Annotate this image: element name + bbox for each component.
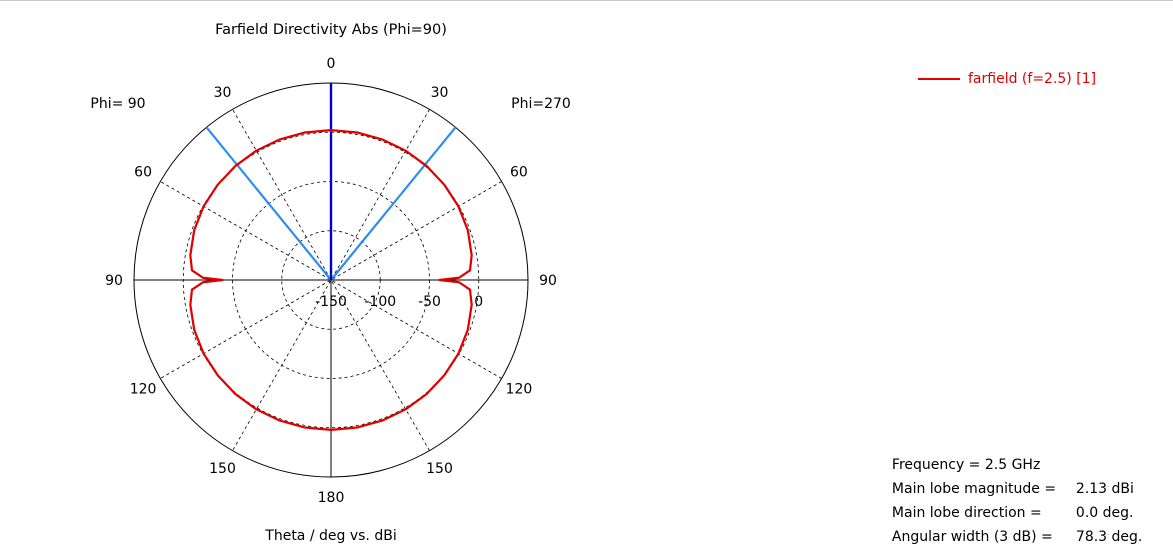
radial-tick-label: 0 xyxy=(474,294,483,310)
right-half-label: Phi=270 xyxy=(511,96,571,112)
angle-tick-label: 150 xyxy=(426,461,453,477)
info-frequency: Frequency = 2.5 GHz xyxy=(883,441,1040,473)
radial-tick-label: -50 xyxy=(418,294,441,310)
info-main-lobe-magnitude: Main lobe magnitude = 2.13 dBi xyxy=(883,465,1134,497)
angle-tick-label: 30 xyxy=(431,85,449,101)
angle-tick-label: 90 xyxy=(105,273,123,289)
top-border xyxy=(0,0,1173,1)
info-angular-width: Angular width (3 dB) = 78.3 deg. xyxy=(883,513,1143,545)
x-axis-label: Theta / deg vs. dBi xyxy=(264,528,396,544)
left-half-label: Phi= 90 xyxy=(90,96,145,112)
info-main-lobe-direction-label: Main lobe direction = xyxy=(891,505,1042,521)
info-frequency-label: Frequency = 2.5 GHz xyxy=(891,457,1041,473)
info-main-lobe-direction-value: 0.0 deg. xyxy=(1075,505,1134,521)
legend-label: farfield (f=2.5) [1] xyxy=(968,71,1097,87)
chart-marks xyxy=(189,83,473,431)
info-angular-width-value: 78.3 deg. xyxy=(1075,529,1143,545)
angle-tick-label: 30 xyxy=(214,85,232,101)
angle-tick-label: 60 xyxy=(134,165,152,181)
angle-tick-label: 0 xyxy=(327,56,336,72)
angle-tick-label: 60 xyxy=(510,165,528,181)
angle-tick-label: 150 xyxy=(209,461,236,477)
angle-tick-label: 180 xyxy=(318,490,345,506)
info-main-lobe-magnitude-label: Main lobe magnitude = xyxy=(891,481,1057,497)
pattern-curve xyxy=(189,129,473,431)
angle-tick-labels: 0 30 30 60 60 90 90 120 120 150 150 180 xyxy=(105,56,557,506)
angle-tick-label: 120 xyxy=(506,382,533,398)
beamwidth-line xyxy=(330,126,457,281)
beamwidth-line xyxy=(205,126,332,281)
legend: farfield (f=2.5) [1] xyxy=(918,69,1096,89)
info-angular-width-label: Angular width (3 dB) = xyxy=(891,529,1053,545)
angle-tick-label: 90 xyxy=(539,273,557,289)
legend-swatch xyxy=(918,78,960,80)
angle-tick-label: 120 xyxy=(130,382,157,398)
info-main-lobe-direction: Main lobe direction = 0.0 deg. xyxy=(883,489,1134,521)
info-main-lobe-magnitude-value: 2.13 dBi xyxy=(1075,481,1134,497)
radial-tick-label: -100 xyxy=(364,294,396,310)
radial-tick-labels: -150 -100 -50 0 xyxy=(315,294,483,310)
radial-tick-label: -150 xyxy=(315,294,347,310)
chart-title: Farfield Directivity Abs (Phi=90) xyxy=(215,22,447,38)
